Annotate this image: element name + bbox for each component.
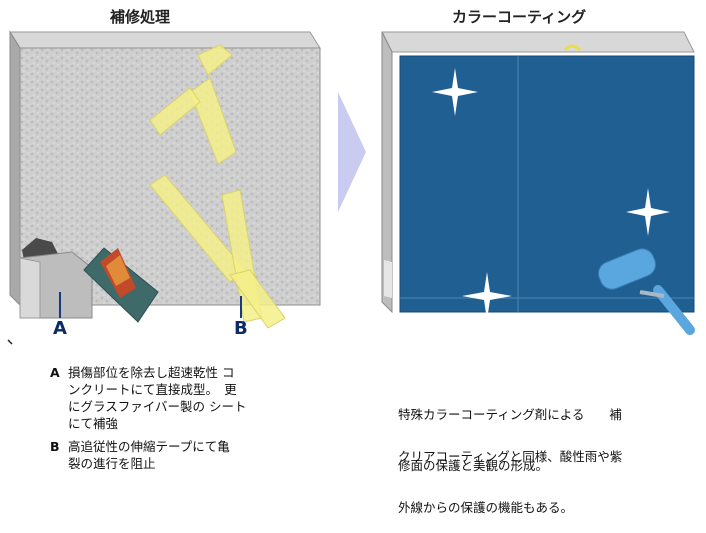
illustration	[7, 30, 695, 345]
coating-paragraph-1: 特殊カラーコーティング剤による 補 修面の保護と美観の形成。	[398, 372, 698, 491]
marker-a: A	[53, 318, 67, 339]
sparkle-icon	[432, 68, 670, 320]
arrow-icon	[338, 92, 366, 212]
stray-mark	[7, 339, 13, 345]
coating-title: カラーコーティング	[452, 8, 587, 26]
note-b-key: B	[50, 439, 60, 454]
note-a-line-1: 損傷部位を除去し超速乾性 コ	[68, 365, 235, 380]
marker-b: B	[234, 318, 248, 339]
note-b-line-1: 高追従性の伸縮テープにて亀	[68, 439, 230, 454]
elastic-tape	[149, 44, 286, 329]
coating-p2-line-1: クリアコーティングと同様、酸性雨や紫	[398, 449, 623, 464]
note-a-key: A	[50, 365, 60, 380]
concrete-patch	[19, 238, 93, 319]
coating-p2-line-2: 外線からの保護の機能もある。	[398, 500, 574, 515]
repair-title: 補修処理	[110, 8, 171, 26]
tape-remnant	[563, 44, 582, 52]
note-a-line-2: ンクリートにて直接成型。 更	[68, 382, 237, 397]
note-b-line-2: 裂の進行を阻止	[68, 456, 156, 471]
note-b: B 高追従性の伸縮テープにて亀 裂の進行を阻止	[50, 438, 320, 472]
coating-paragraph-2: クリアコーティングと同様、酸性雨や紫 外線からの保護の機能もある。	[398, 414, 698, 533]
note-a-line-4: にて補強	[68, 416, 119, 431]
glass-fiber-sheet	[83, 247, 159, 323]
paint-roller-icon	[597, 248, 695, 335]
note-a-line-3: にグラスファイバー製の シート	[68, 399, 247, 414]
note-a: A 損傷部位を除去し超速乾性 コ ンクリートにて直接成型。 更 にグラスファイバー…	[50, 364, 320, 432]
coating-p1-line-1: 特殊カラーコーティング剤による 補	[398, 407, 622, 422]
coating-p1-line-2: 修面の保護と美観の形成。	[398, 458, 549, 473]
